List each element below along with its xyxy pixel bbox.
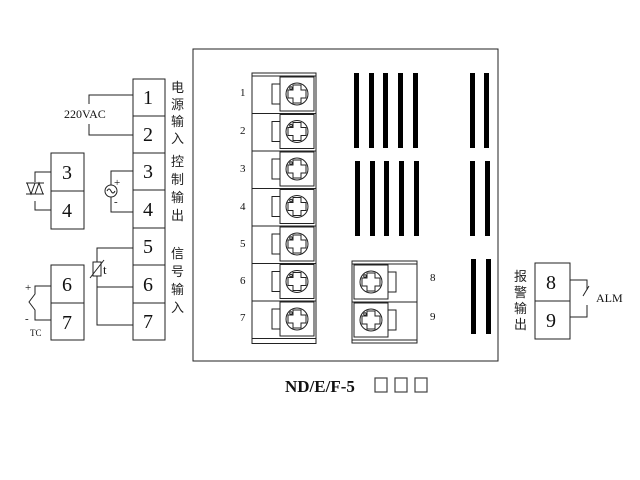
signal-input-char: 入	[171, 301, 184, 316]
alarm-label: ALM	[596, 291, 623, 305]
ac-source-icon	[104, 184, 118, 198]
screw-icon	[359, 308, 383, 332]
alarm-wire	[570, 279, 590, 318]
thyristor-number-3: 3	[62, 162, 72, 184]
voltage-label: 220VAC	[64, 107, 106, 121]
panel-terminal-numbers: 1 2 3 4 5 6 7	[240, 87, 246, 324]
alarm-number-8: 8	[546, 272, 556, 294]
terminal-number: 7	[143, 311, 153, 333]
rtd-label: t	[103, 262, 107, 277]
rtd-icon	[89, 259, 105, 279]
model-label: ND/E/F-5	[285, 377, 355, 396]
terminal-number: 5	[143, 236, 153, 258]
panel-alarm-number-9: 9	[430, 311, 436, 323]
panel-terminal-cell	[252, 225, 316, 262]
terminal-number: 2	[143, 124, 153, 146]
panel-alarm-cell	[352, 301, 417, 338]
panel-terminal-block	[251, 72, 317, 344]
ssr-wire	[110, 170, 133, 213]
panel-terminal-cell	[252, 300, 316, 337]
panel-terminal-cell	[252, 113, 316, 149]
screw-icon	[285, 232, 309, 256]
panel-alarm-terminal-block	[351, 260, 418, 344]
panel-alarm-cell	[352, 263, 417, 300]
control-output-label: 控 制 输 出	[171, 155, 184, 224]
thyristor-number-4: 4	[62, 200, 72, 222]
instrument-rear-panel	[192, 48, 499, 362]
ssr-plus-label: +	[114, 177, 120, 189]
panel-terminal-cell	[252, 150, 316, 187]
panel-terminal-cell	[252, 75, 316, 112]
panel-terminal-number: 3	[240, 163, 246, 175]
control-output-char: 输	[171, 190, 184, 206]
rtd-wire	[96, 247, 133, 326]
triac-icon	[26, 181, 44, 196]
panel-terminal-number: 6	[240, 275, 246, 287]
ssr-minus-label: -	[114, 196, 118, 208]
power-input-char: 源	[171, 98, 184, 113]
terminal-number: 3	[143, 161, 153, 183]
screw-icon	[285, 307, 309, 331]
signal-input-label: 信 号 输 入	[171, 247, 184, 316]
ventilation-bars	[354, 73, 491, 334]
tc-minus-label: -	[25, 313, 29, 325]
tc-terminal-7	[50, 302, 85, 341]
tc-label: TC	[30, 328, 42, 338]
screw-icon	[285, 157, 309, 181]
main-terminal-column	[132, 78, 166, 341]
tc-plus-label: +	[25, 282, 31, 294]
power-input-char: 入	[171, 132, 184, 147]
panel-terminal-cell	[252, 188, 316, 224]
alarm-terminal-9	[534, 300, 571, 340]
panel-terminal-number: 5	[240, 238, 246, 250]
terminal-number: 4	[143, 199, 153, 221]
tc-number-7: 7	[62, 312, 72, 334]
thyristor-wire	[34, 171, 51, 211]
alarm-output-label: 报 警 输 出	[514, 270, 527, 333]
power-wire	[88, 94, 133, 136]
power-input-char: 输	[171, 114, 184, 130]
power-input-char: 电	[171, 81, 184, 96]
alarm-output-char: 出	[514, 318, 527, 333]
screw-icon	[285, 82, 309, 106]
alarm-output-char: 报	[514, 270, 527, 285]
screw-icon	[285, 195, 309, 218]
alarm-output-char: 警	[514, 285, 527, 301]
main-terminal-numbers: 1 2 3 4 5 6 7	[143, 87, 153, 333]
screw-icon	[285, 120, 309, 143]
control-output-char: 出	[171, 209, 184, 224]
model-suffix-boxes	[374, 377, 428, 393]
tc-number-6: 6	[62, 274, 72, 296]
terminal-number: 6	[143, 274, 153, 296]
control-output-char: 制	[171, 173, 184, 188]
terminal-number: 1	[143, 87, 153, 109]
panel-terminal-cell	[252, 263, 316, 299]
signal-input-char: 号	[171, 265, 184, 280]
control-output-char: 控	[171, 155, 184, 170]
power-input-label: 电 源 输 入	[171, 81, 184, 147]
panel-terminal-number: 2	[240, 125, 246, 137]
panel-terminal-number: 7	[240, 312, 246, 324]
signal-input-char: 输	[171, 282, 184, 298]
panel-terminal-number: 1	[240, 87, 246, 99]
panel-alarm-number-8: 8	[430, 272, 436, 284]
alarm-number-9: 9	[546, 310, 556, 332]
signal-input-char: 信	[171, 247, 184, 262]
screw-icon	[285, 270, 309, 293]
alarm-output-char: 输	[514, 301, 527, 317]
panel-terminal-number: 4	[240, 201, 246, 213]
tc-wire	[28, 285, 51, 321]
screw-icon	[359, 270, 383, 294]
